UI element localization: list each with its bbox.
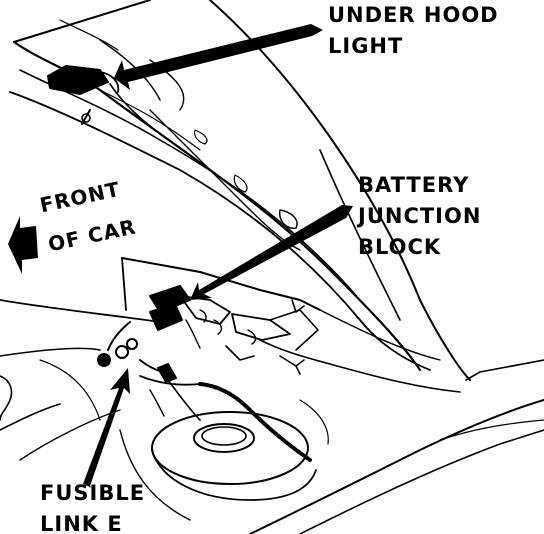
- fusible-link-label-line1: FUSIBLE: [40, 481, 146, 505]
- battery-junction-block-label-line1: BATTERY: [358, 173, 470, 197]
- front-of-car-arrow: [8, 216, 38, 274]
- battery-junction-block-label: BATTERY JUNCTION BLOCK: [358, 170, 481, 263]
- fusible-link-label: FUSIBLE LINK E: [40, 478, 145, 534]
- battery-junction-block-label-line3: BLOCK: [358, 235, 442, 259]
- under-hood-light-label: UNDER HOOD LIGHT: [328, 0, 499, 62]
- arrow-battery-junction-block: [190, 205, 353, 300]
- fusible-link-label-line2: LINK E: [40, 512, 123, 534]
- arrow-fusible-link: [83, 368, 130, 488]
- pointer-arrows: [8, 24, 353, 488]
- battery-junction-block-label-line2: JUNCTION: [358, 204, 482, 228]
- under-hood-light-label-line1: UNDER HOOD: [328, 3, 499, 27]
- fusible-link-wiring: [97, 321, 312, 462]
- fender: [0, 299, 161, 461]
- under-hood-light-label-line2: LIGHT: [328, 34, 404, 58]
- strut-tower: [119, 411, 317, 521]
- lower-body: [249, 359, 544, 534]
- under-hood-light-lamp: [47, 65, 151, 127]
- arrow-under-hood-light: [114, 24, 323, 90]
